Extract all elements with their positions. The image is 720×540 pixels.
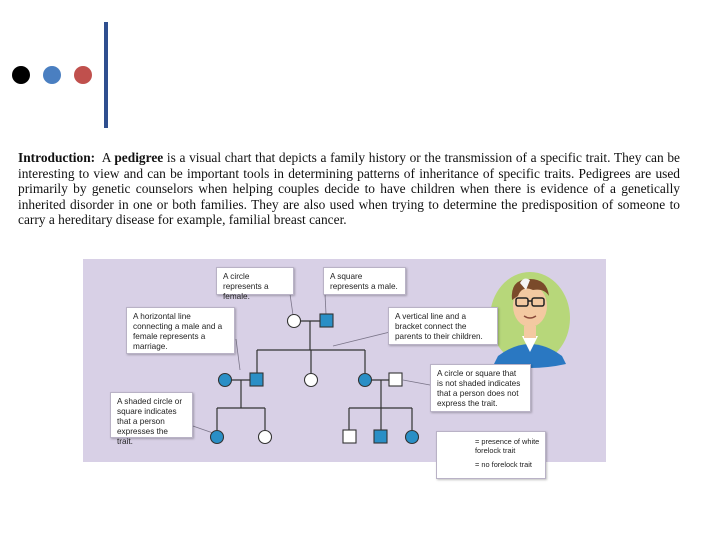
intro-term: pedigree xyxy=(114,150,164,165)
male-affected-gen3 xyxy=(373,429,388,444)
pointer-square xyxy=(324,293,327,315)
callout-vertical-text: A vertical line and a bracket connect th… xyxy=(395,312,483,341)
pointer-shaded xyxy=(189,424,214,434)
callout-circle: A circle represents a female. xyxy=(216,267,294,301)
callout-pointers xyxy=(189,293,431,434)
male-affected-gen2 xyxy=(249,372,264,387)
male-unaffected-gen3 xyxy=(342,429,357,444)
pointer-horizontal xyxy=(235,338,241,371)
black-dot xyxy=(12,66,30,84)
red-dot xyxy=(74,66,92,84)
female-affected-gen3-b xyxy=(404,429,420,445)
female-unaffected-gen2 xyxy=(303,372,319,388)
intro-pre-term: A xyxy=(101,150,111,165)
callout-unshaded-text: A circle or square that is not shaded in… xyxy=(437,369,521,408)
callout-horizontal: A horizontal line connecting a male and … xyxy=(126,307,235,354)
callout-shaded-text: A shaded circle or square indicates that… xyxy=(117,397,183,446)
callout-circle-text: A circle represents a female. xyxy=(223,272,269,301)
callout-vertical: A vertical line and a bracket connect th… xyxy=(388,307,498,345)
male-affected-gen1 xyxy=(319,313,334,328)
accent-bar xyxy=(104,22,108,128)
pointer-circle xyxy=(289,293,294,316)
pointer-vertical xyxy=(332,331,391,347)
female-unaffected-gen1 xyxy=(286,313,302,329)
legend-affected-label: = presence of white forelock trait xyxy=(475,437,540,455)
female-affected-gen3 xyxy=(209,429,225,445)
female-unaffected-gen3 xyxy=(257,429,273,445)
callout-unshaded: A circle or square that is not shaded in… xyxy=(430,364,531,412)
female-affected-spouse xyxy=(217,372,233,388)
pedigree-individuals xyxy=(209,313,420,445)
male-unaffected-spouse xyxy=(388,372,403,387)
callout-horizontal-text: A horizontal line connecting a male and … xyxy=(133,312,223,351)
callout-square: A square represents a male. xyxy=(323,267,406,295)
female-affected-gen2 xyxy=(357,372,373,388)
legend-unaffected-label: = no forelock trait xyxy=(475,460,532,469)
intro-lead: Introduction: xyxy=(18,150,96,165)
callout-square-text: A square represents a male. xyxy=(330,272,398,291)
pointer-unshaded xyxy=(402,379,431,386)
intro-body: is a visual chart that depicts a family … xyxy=(18,150,680,228)
legend-box: = presence of white forelock trait = no … xyxy=(436,431,546,479)
scientist-illustration xyxy=(490,272,570,368)
blue-dot xyxy=(43,66,61,84)
intro-paragraph: Introduction: A pedigree is a visual cha… xyxy=(18,150,680,228)
callout-shaded: A shaded circle or square indicates that… xyxy=(110,392,193,446)
pedigree-lines xyxy=(216,320,413,430)
